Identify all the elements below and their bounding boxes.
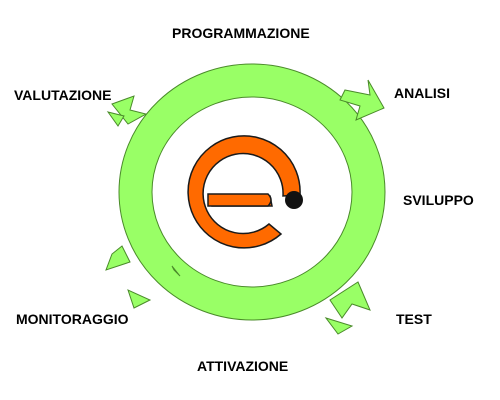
- cycle-arrow-valutazione: [111, 95, 148, 125]
- stage-label-analisi: ANALISI: [394, 85, 450, 101]
- stage-label-programmazione: PROGRAMMAZIONE: [172, 25, 310, 41]
- stage-label-attivazione: ATTIVAZIONE: [197, 358, 289, 374]
- cycle-arrow-analisi: [339, 79, 385, 121]
- stage-label-valutazione: VALUTAZIONE: [14, 87, 112, 103]
- stage-label-sviluppo: SVILUPPO: [403, 192, 474, 208]
- cycle-ring: [118, 63, 386, 321]
- cycle-arrow-monitoraggio: [105, 245, 131, 271]
- cycle-notch-top: [171, 265, 181, 277]
- cycle-arrow-monitoraggio-lower: [127, 289, 152, 309]
- cycle-arrow-attivazione: [324, 317, 354, 335]
- stage-label-monitoraggio: MONITORAGGIO: [16, 311, 129, 327]
- logo-dot: [285, 191, 303, 209]
- stage-label-test: TEST: [396, 311, 432, 327]
- logo-icon: [187, 135, 303, 249]
- cycle-arrow-valutazione-lower: [106, 111, 125, 127]
- cycle-arrow-test: [329, 281, 371, 319]
